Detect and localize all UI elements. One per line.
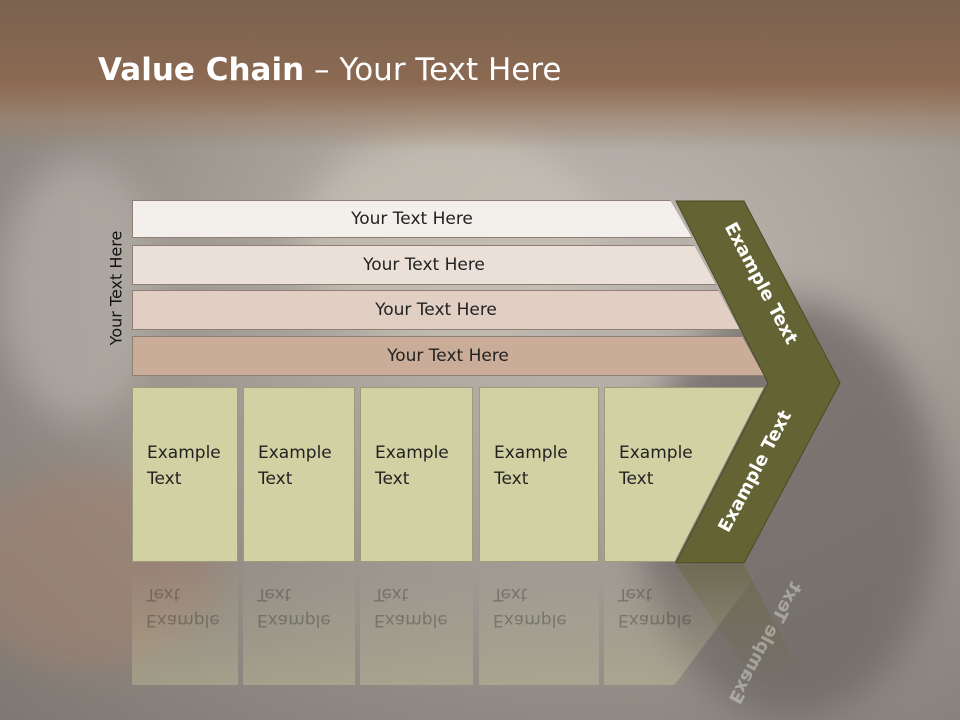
box-reflection-3: Example Text xyxy=(360,565,473,685)
box-3-line2: Text xyxy=(375,469,410,489)
box-reflection-1: Example Text xyxy=(132,565,238,685)
bar-1[interactable]: Your Text Here xyxy=(132,200,692,238)
page-title: Value Chain – Your Text Here xyxy=(98,52,561,88)
box-reflection-2: Example Text xyxy=(243,565,355,685)
box-4-line1: Example xyxy=(494,443,568,463)
bar-4-label: Your Text Here xyxy=(387,346,509,366)
reflection-1-line2: Text xyxy=(146,584,181,604)
box-5-line1: Example xyxy=(619,443,693,463)
example-box-2[interactable]: Example Text xyxy=(243,387,355,562)
reflection-2-line2: Text xyxy=(257,584,292,604)
box-reflection-4: Example Text xyxy=(479,565,599,685)
bar-1-label: Your Text Here xyxy=(351,209,473,229)
chevron-shape xyxy=(675,200,841,564)
bar-2-label: Your Text Here xyxy=(363,255,485,275)
box-2-line1: Example xyxy=(258,443,332,463)
example-box-4[interactable]: Example Text xyxy=(479,387,599,562)
chevron-reflection xyxy=(676,565,810,690)
reflection-3-line2: Text xyxy=(374,584,409,604)
bar-3-label: Your Text Here xyxy=(375,300,497,320)
bar-3[interactable]: Your Text Here xyxy=(132,290,740,330)
example-box-1[interactable]: Example Text xyxy=(132,387,238,562)
box-2-line2: Text xyxy=(258,469,293,489)
box-5-line2: Text xyxy=(619,469,654,489)
reflection-1-line1: Example xyxy=(146,610,220,630)
reflection-4-line2: Text xyxy=(493,584,528,604)
box-3-line1: Example xyxy=(375,443,449,463)
title-rest: – Your Text Here xyxy=(304,52,562,88)
box-1-line2: Text xyxy=(147,469,182,489)
reflection-4-line1: Example xyxy=(493,610,567,630)
title-bold: Value Chain xyxy=(98,52,305,88)
bar-2[interactable]: Your Text Here xyxy=(132,245,716,285)
bar-4[interactable]: Your Text Here xyxy=(132,336,764,376)
example-box-3[interactable]: Example Text xyxy=(360,387,473,562)
reflection-3-line1: Example xyxy=(374,610,448,630)
box-1-line1: Example xyxy=(147,443,221,463)
reflection-5-line2: Text xyxy=(618,584,653,604)
box-4-line2: Text xyxy=(494,469,529,489)
reflection-2-line1: Example xyxy=(257,610,331,630)
header-band xyxy=(0,0,960,150)
